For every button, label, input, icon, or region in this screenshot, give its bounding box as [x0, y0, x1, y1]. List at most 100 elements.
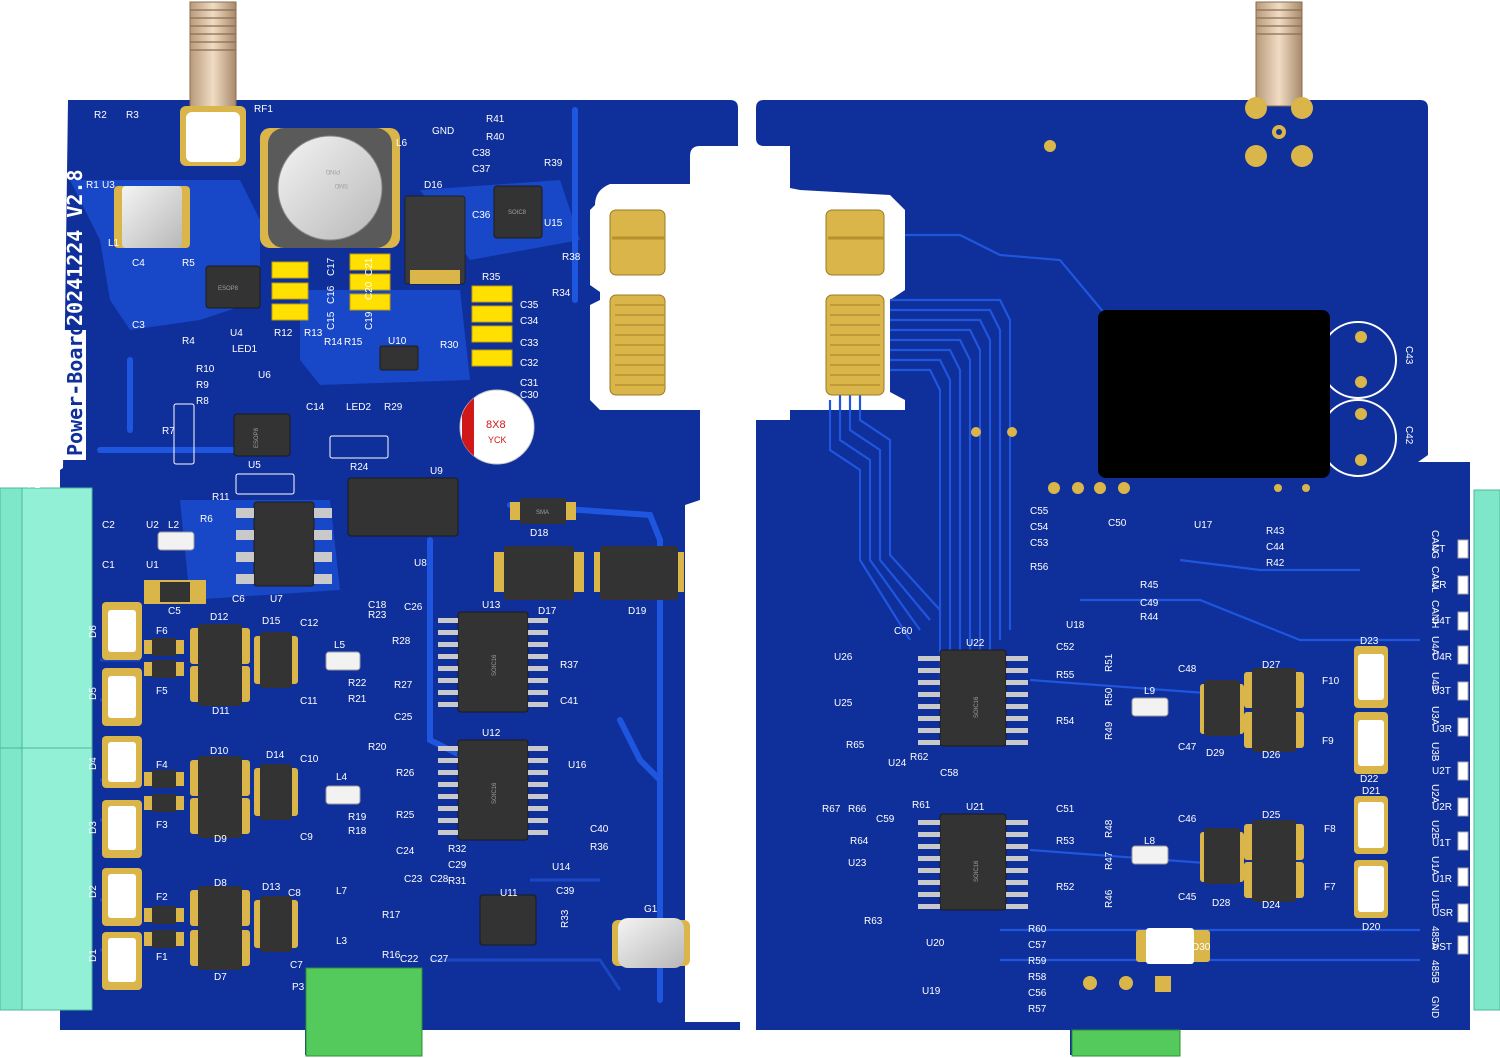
label-d19: D19	[628, 606, 647, 617]
ic-pins	[236, 508, 548, 835]
diode-d16-pad	[410, 270, 460, 284]
label-r55: R55	[1056, 670, 1075, 681]
label-r54: R54	[1056, 716, 1075, 727]
label-r12: R12	[274, 328, 293, 339]
test-pads	[1457, 539, 1469, 955]
label-c36: C36	[472, 210, 491, 221]
label-r60: R60	[1028, 924, 1047, 935]
label-tp-u3r: U3R	[1432, 724, 1452, 735]
label-r11: R11	[212, 492, 230, 503]
label-d21: D21	[1362, 786, 1381, 797]
label-c18: C18	[368, 600, 387, 611]
label-c7: C7	[290, 960, 303, 971]
label-f6: F6	[156, 626, 168, 637]
right-board	[756, 1, 1500, 1057]
terminal-block-right	[1473, 489, 1500, 1011]
ic-group-left	[173, 185, 543, 946]
label-c23: C23	[404, 874, 423, 885]
label-r7: R7	[162, 426, 175, 437]
label-d17: D17	[538, 606, 557, 617]
label-c40: C40	[590, 824, 609, 835]
label-d7: D7	[214, 972, 227, 983]
board-version: 20241224 V2.8	[63, 169, 87, 326]
label-c34: C34	[520, 316, 539, 327]
label-r6: R6	[200, 514, 213, 525]
label-d15: D15	[262, 616, 281, 627]
label-d2: D2	[88, 885, 99, 898]
label-pin-gnd: GND	[1429, 996, 1440, 1018]
label-r17: R17	[382, 910, 401, 921]
label-r64: R64	[850, 836, 869, 847]
label-c31: C31	[520, 378, 539, 389]
label-c20: C20	[364, 281, 375, 300]
label-u14: U14	[552, 862, 571, 873]
label-r67: R67	[822, 804, 841, 815]
label-c21: C21	[364, 257, 375, 276]
label-u10: U10	[388, 336, 407, 347]
label-d18: D18	[530, 528, 549, 539]
label-l3: L3	[336, 936, 348, 947]
label-c38: C38	[472, 148, 491, 159]
board-title-group	[62, 330, 86, 460]
label-r43: R43	[1266, 526, 1285, 537]
label-d8: D8	[214, 878, 227, 889]
label-tp-u2r: U2R	[1432, 802, 1452, 813]
label-soic8: SOIC8	[508, 210, 527, 216]
label-u24: U24	[888, 758, 907, 769]
label-r24: R24	[350, 462, 369, 473]
label-r1: R1	[86, 180, 99, 191]
label-r49: R49	[1104, 721, 1115, 740]
label-c24: C24	[396, 846, 415, 857]
label-d29: D29	[1206, 748, 1225, 759]
label-smd: SMD	[334, 182, 348, 188]
label-l2: L2	[168, 520, 180, 531]
label-c43: C43	[1403, 346, 1414, 365]
inductor-l6	[260, 128, 400, 248]
label-u20: U20	[926, 938, 945, 949]
label-c57: C57	[1028, 940, 1047, 951]
label-u7: U7	[270, 594, 283, 605]
label-tp-ust: UST	[1432, 942, 1452, 953]
label-r62: R62	[910, 752, 929, 763]
label-soic16d: SOIC16	[974, 860, 980, 882]
label-d20: D20	[1362, 922, 1381, 933]
label-r16: R16	[382, 950, 401, 961]
label-r65: R65	[846, 740, 865, 751]
label-r63: R63	[864, 916, 883, 927]
label-c56: C56	[1028, 988, 1047, 999]
label-c45: C45	[1178, 892, 1197, 903]
label-tp-u4t: U4T	[1432, 616, 1451, 627]
copper-traces-right	[828, 233, 1420, 962]
label-u2: U2	[146, 520, 159, 531]
label-d12: D12	[210, 612, 229, 623]
label-r41: R41	[486, 114, 505, 125]
label-u1: U1	[146, 560, 159, 571]
connector-p3	[305, 967, 423, 1057]
label-u5: U5	[248, 460, 261, 471]
connector-bottom-right	[1071, 1029, 1181, 1057]
label-u17: U17	[1194, 520, 1213, 531]
label-u4: U4	[230, 328, 243, 339]
label-f5: F5	[156, 686, 168, 697]
label-pin-485a: 485A	[1429, 926, 1440, 950]
terminal-block-p1	[0, 747, 93, 1011]
label-c52: C52	[1056, 642, 1075, 653]
label-u23: U23	[848, 858, 867, 869]
label-f9: F9	[1322, 736, 1334, 747]
label-f4: F4	[156, 760, 168, 771]
label-l8: L8	[1144, 836, 1156, 847]
power-diodes	[190, 624, 298, 970]
label-c22: C22	[400, 954, 419, 965]
label-c26: C26	[404, 602, 423, 613]
label-r4: R4	[182, 336, 195, 347]
label-c46: C46	[1178, 814, 1197, 825]
label-r9: R9	[196, 380, 209, 391]
label-d3: D3	[88, 821, 99, 834]
label-f3: F3	[156, 820, 168, 831]
label-soic16a: SOIC16	[492, 654, 498, 676]
label-u18: U18	[1066, 620, 1085, 631]
label-c28: C28	[430, 874, 449, 885]
label-c1: C1	[102, 560, 115, 571]
label-d11: D11	[212, 706, 230, 717]
